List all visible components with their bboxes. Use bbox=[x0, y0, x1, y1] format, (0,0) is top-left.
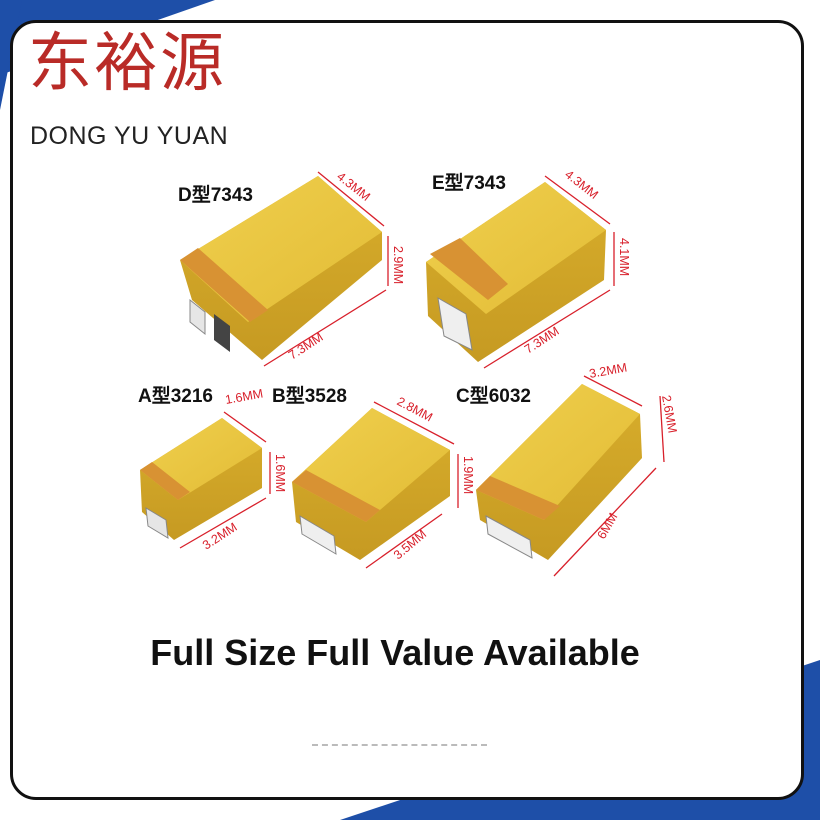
dim-e-height: 4.1MM bbox=[617, 238, 631, 276]
part-label-c: C型6032 bbox=[456, 384, 531, 407]
dim-a-width: 1.6MM bbox=[224, 387, 264, 407]
part-label-b: B型3528 bbox=[272, 384, 347, 407]
dim-b-width: 2.8MM bbox=[395, 394, 435, 424]
capacitor-b-3528: B型3528 2.8MM 1.9MM 3.5MM bbox=[272, 384, 475, 569]
content-frame bbox=[10, 20, 804, 800]
part-label-e: E型7343 bbox=[432, 171, 506, 194]
part-label-d: D型7343 bbox=[178, 183, 253, 206]
tagline: Full Size Full Value Available bbox=[150, 632, 640, 673]
dim-d-height: 2.9MM bbox=[391, 246, 405, 284]
divider bbox=[312, 744, 487, 749]
dim-c-width: 3.2MM bbox=[588, 361, 628, 381]
dim-c-length: 6MM bbox=[594, 510, 620, 541]
capacitor-d-7343: D型7343 4.3MM 2.9MM 7.3MM bbox=[178, 169, 405, 367]
capacitor-a-3216: A型3216 1.6MM 1.6MM 3.2MM bbox=[138, 384, 287, 553]
brand-logo-chinese: 东裕源 bbox=[28, 27, 226, 101]
dim-e-width: 4.3MM bbox=[562, 167, 601, 202]
dim-c-height: 2.6MM bbox=[659, 394, 679, 434]
part-label-a: A型3216 bbox=[138, 384, 213, 407]
capacitor-e-7343: E型7343 4.3MM 4.1MM 7.3MM bbox=[426, 167, 631, 369]
capacitor-c-6032: C型6032 3.2MM 2.6MM 6MM bbox=[456, 361, 679, 577]
brand-logo-english: DONG YU YUAN bbox=[30, 122, 229, 150]
dim-a-height: 1.6MM bbox=[273, 454, 287, 492]
dim-b-height: 1.9MM bbox=[461, 456, 475, 494]
